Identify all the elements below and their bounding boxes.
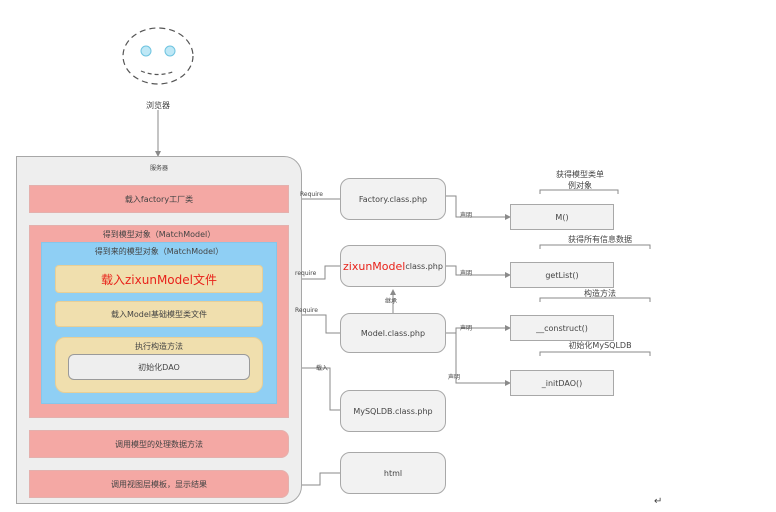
edge-require-zixun: require bbox=[295, 270, 317, 277]
arrow-declare-getlist bbox=[446, 265, 511, 278]
model-class-box: Model.class.php bbox=[340, 313, 446, 353]
note-m-line1: 获得模型类单 bbox=[556, 170, 604, 179]
arrow-declare-initdao bbox=[446, 332, 511, 386]
edge-require-model: Require bbox=[295, 307, 318, 314]
browser-eye-right bbox=[164, 45, 176, 57]
step-call-model: 调用模型的处理数据方法 bbox=[29, 430, 289, 458]
return-mark: ↵ bbox=[654, 496, 663, 507]
edge-inherit: 继承 bbox=[385, 298, 398, 305]
obtained-model-label: 得到来的模型对象（MatchModel） bbox=[94, 247, 224, 256]
browser-face bbox=[122, 27, 194, 85]
browser-mouth bbox=[140, 70, 176, 76]
edge-declare-construct: 声明 bbox=[460, 325, 473, 332]
note-initdao: 初始化MySQLDB bbox=[568, 341, 632, 350]
note-brace-initdao bbox=[539, 351, 651, 356]
edge-require-factory: Require bbox=[300, 191, 323, 198]
step-call-view: 调用视图层模板，显示结果 bbox=[29, 470, 289, 498]
browser-label: 浏览器 bbox=[146, 101, 170, 110]
arrow-declare-m bbox=[446, 195, 511, 220]
note-m-line2: 例对象 bbox=[568, 181, 592, 190]
edge-declare-initdao: 声明 bbox=[448, 374, 461, 381]
func-getlist-box: getList() bbox=[510, 262, 614, 288]
load-zixun-text: 载入zixunModel文件 bbox=[101, 272, 217, 287]
func-construct-box: __construct() bbox=[510, 315, 614, 341]
note-construct: 构造方法 bbox=[584, 289, 616, 298]
step-load-factory: 载入factory工厂类 bbox=[29, 185, 289, 213]
zixun-class-prefix: zixunModel bbox=[343, 259, 406, 273]
note-brace-m bbox=[539, 189, 619, 194]
edge-load-mysqldb: 载入 bbox=[316, 365, 329, 372]
html-box: html bbox=[340, 452, 446, 494]
mysqldb-class-box: MySQLDB.class.php bbox=[340, 390, 446, 432]
zixun-class-suffix: class.php bbox=[405, 261, 443, 271]
factory-class-box: Factory.class.php bbox=[340, 178, 446, 220]
note-getlist: 获得所有信息数据 bbox=[568, 235, 632, 244]
func-m-box: M() bbox=[510, 204, 614, 230]
arrow-declare-construct bbox=[446, 325, 511, 334]
func-initdao-box: _initDAO() bbox=[510, 370, 614, 396]
note-brace-getlist bbox=[539, 244, 651, 249]
step-init-dao: 初始化DAO bbox=[68, 354, 250, 380]
exec-construct-label: 执行构造方法 bbox=[135, 342, 183, 351]
server-title: 服务器 bbox=[149, 165, 168, 172]
edge-declare-getlist: 声明 bbox=[460, 270, 473, 277]
step-load-model-base: 载入Model基础模型类文件 bbox=[55, 301, 263, 327]
browser-eye-left bbox=[140, 45, 152, 57]
arrow-html-view bbox=[289, 472, 340, 488]
step-load-zixun: 载入zixunModel文件 bbox=[55, 265, 263, 293]
step-get-model-label: 得到模型对象（MatchModel） bbox=[102, 230, 216, 239]
note-brace-construct bbox=[539, 297, 651, 302]
edge-declare-m: 声明 bbox=[460, 212, 473, 219]
